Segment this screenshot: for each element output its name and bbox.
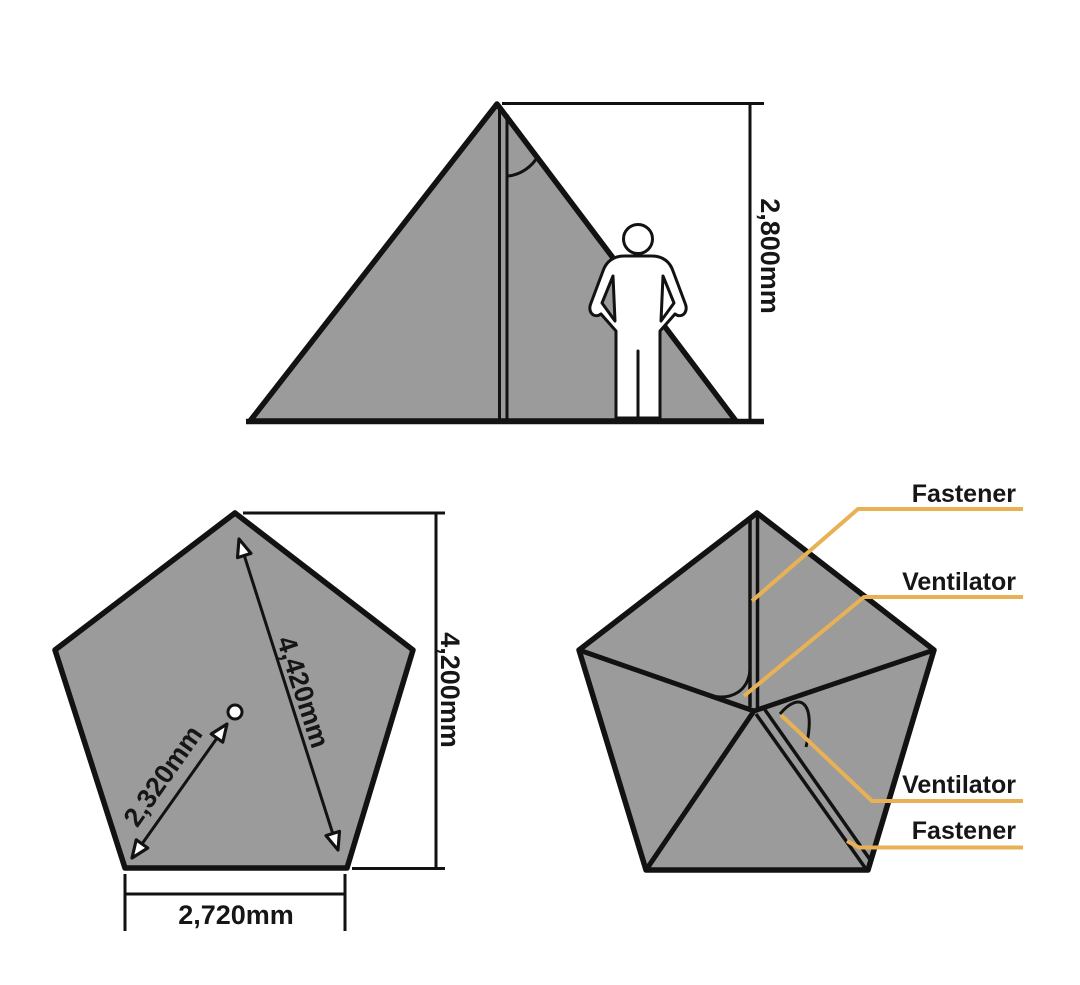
ventilator-arc-top: [711, 669, 752, 699]
seam-to-bottom-left-corner: [643, 709, 757, 872]
top-view: Fastener Ventilator Ventilator Fastener: [576, 480, 1023, 873]
floor-pentagon: [52, 510, 416, 871]
seam-to-right-corner: [753, 647, 935, 714]
person-body: [588, 254, 688, 420]
fastener-bottom-leader: [846, 839, 1023, 850]
center-to-corner-arrow: [130, 722, 229, 860]
person-silhouette: [588, 223, 688, 420]
seam-to-left-corner: [578, 647, 755, 714]
person-head: [622, 223, 654, 255]
height-dimension-text: 2,800mm: [755, 198, 785, 314]
ventilator-top-label: Ventilator: [902, 568, 1016, 596]
bottom-door-seam-right: [761, 705, 873, 863]
fastener-bottom-label: Fastener: [912, 817, 1016, 845]
fastener-top-label: Fastener: [912, 480, 1016, 508]
side-elevation-view: 2,800mm: [246, 101, 785, 425]
fastener-top-leader: [750, 507, 1023, 603]
diagonal-dimension-arrow: [235, 537, 342, 852]
center-pole-marker: [226, 703, 244, 721]
ventilator-top-leader: [742, 595, 1023, 698]
ventilator-bottom-label: Ventilator: [902, 771, 1016, 799]
depth-dimension-text: 4,200mm: [435, 632, 465, 748]
apex-ventilator-arc: [507, 155, 540, 178]
floor-plan-view: 4,420mm 2,320mm 4,200mm 2,720mm: [52, 510, 465, 931]
front-dimension-text: 2,720mm: [178, 900, 294, 930]
ventilator-arc-bottom: [778, 700, 811, 748]
ventilator-bottom-leader: [779, 713, 1023, 803]
